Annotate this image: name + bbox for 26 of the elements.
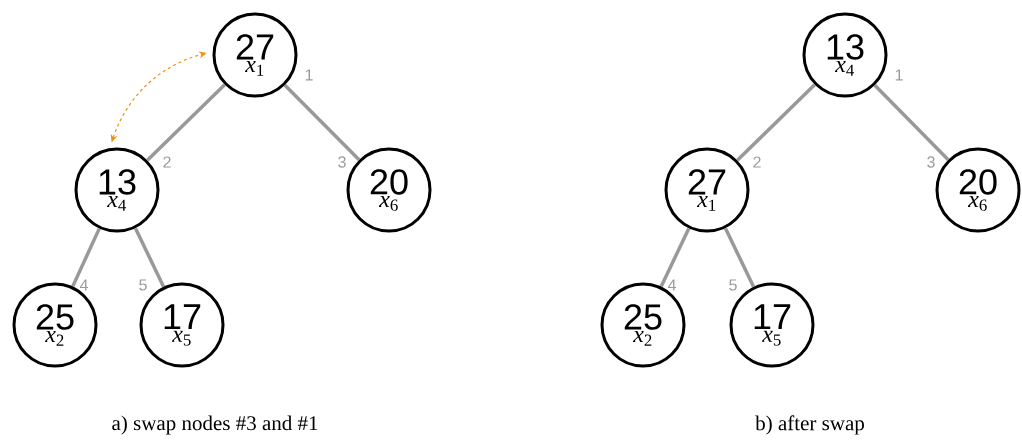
tree-node: 27 x$_{1}$	[212, 12, 298, 98]
tree-node: 13 x$_{4}$	[802, 12, 888, 98]
node-number: 4	[79, 279, 88, 291]
node-number: 2	[753, 156, 761, 168]
tree-node: 20 x$_{6}$	[935, 147, 1021, 233]
caption: a) swap nodes #3 and #1	[112, 415, 318, 435]
tree-node: 27 x$_{1}$	[664, 147, 750, 233]
node-number: 1	[895, 69, 903, 81]
node-number: 4	[667, 279, 676, 291]
tree-edge	[146, 83, 226, 162]
node-number: 5	[139, 279, 147, 291]
tree-edge	[283, 83, 361, 162]
tree-edge	[133, 227, 166, 288]
tree-edge	[71, 227, 101, 288]
tree-node: 13 x$_{4}$	[74, 147, 160, 233]
tree-edge	[723, 227, 756, 288]
node-number: 3	[927, 156, 935, 168]
tree-edge	[873, 84, 950, 161]
node-number: 5	[729, 279, 737, 291]
caption: b) after swap	[755, 415, 864, 435]
node-number: 2	[163, 156, 171, 168]
tree-node: 20 x$_{6}$	[346, 147, 432, 233]
node-number: 3	[338, 156, 346, 168]
tree-edge	[736, 83, 816, 162]
tree-edge	[659, 227, 691, 288]
node-number: 1	[305, 69, 313, 81]
